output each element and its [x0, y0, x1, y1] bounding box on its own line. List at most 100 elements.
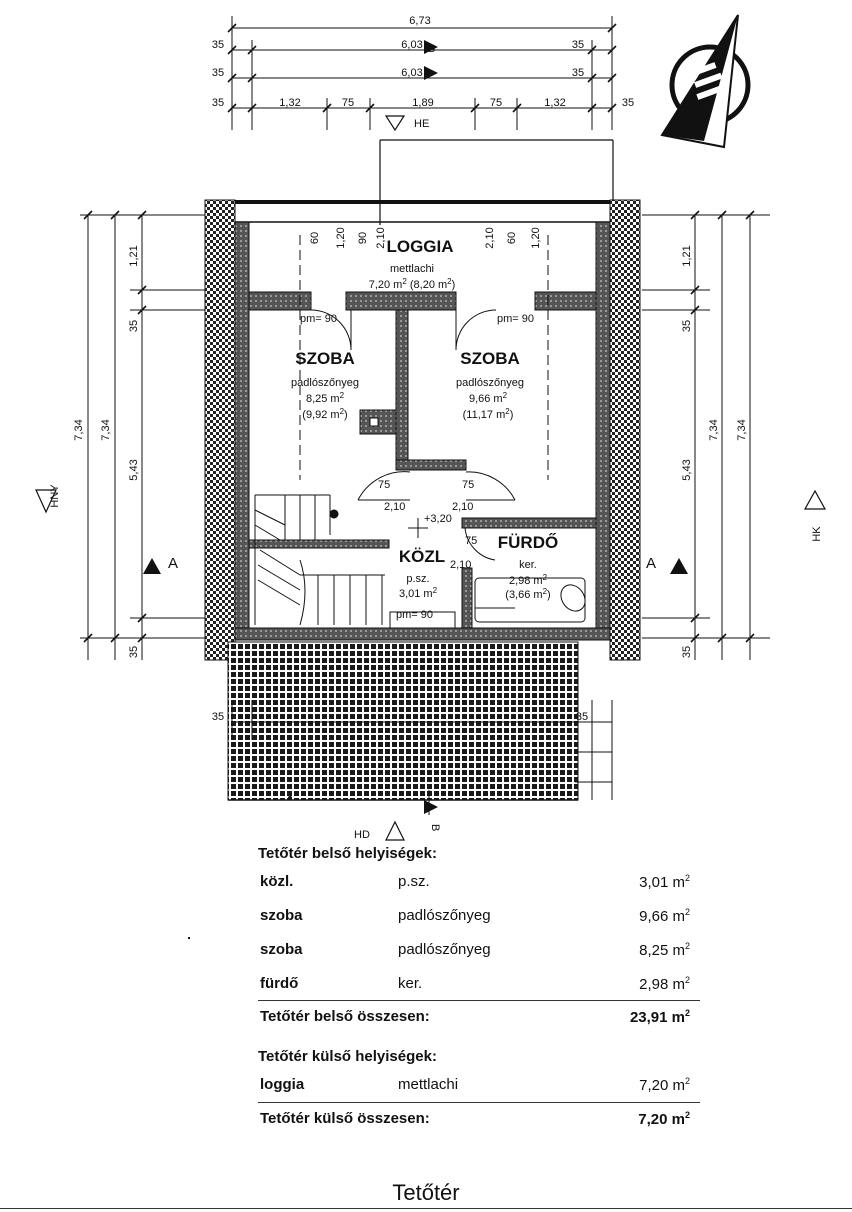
room-szoba-left: pm= 90 SZOBA padlószőnyeg 8,25 m2 (9,92 …	[291, 313, 359, 421]
dim-label: 1,21	[128, 245, 140, 266]
dim-label: 75	[462, 479, 474, 491]
door-dimensions: 75 2,10 75 2,10 75 2,10 +3,20	[378, 479, 477, 571]
room-material: ker.	[519, 559, 537, 571]
outer-heading: Tetőtér külső helyiségek:	[258, 1048, 437, 1065]
left-dimensions	[80, 210, 205, 660]
room-area: 3,01 m2	[399, 586, 438, 600]
room-area: 8,25 m2	[306, 391, 345, 405]
floor-plan-drawing: 6,73 35 6,03 35 35 6,03 35 35 1,32 75 1,…	[35, 14, 827, 939]
drawing-caption: Tetőtér	[392, 1180, 460, 1205]
divider	[258, 1000, 700, 1001]
dim-label: 35	[212, 67, 224, 79]
room-material: p.sz.	[406, 573, 429, 585]
doors-and-windows	[254, 235, 586, 628]
door-label: pm= 90	[396, 609, 433, 621]
room-area: 2,98 m2	[509, 573, 548, 587]
dim-overall: 6,73	[409, 15, 430, 27]
dim-label: 75	[378, 479, 390, 491]
section-b-top-marker: B HE	[384, 40, 438, 132]
room-material: padlószőnyeg	[456, 377, 524, 389]
dim-label: 1,20	[335, 227, 347, 248]
section-a-markers: A A	[143, 555, 688, 574]
view-hd-label: HD	[354, 829, 370, 841]
dim-label: 1,20	[530, 227, 542, 248]
dim-label: 90	[357, 232, 369, 244]
room-material: padlószőnyeg	[291, 377, 359, 389]
bottom-divider	[0, 1208, 852, 1209]
room-furdo: FÜRDŐ ker. 2,98 m2 (3,66 m2)	[498, 533, 558, 601]
view-he-label: HE	[414, 118, 429, 130]
dim-label: 7,34	[73, 419, 85, 440]
left-dimension-labels: 7,34 7,34 1,21 35 5,43 35 HNY	[35, 245, 140, 658]
dim-label: 1,32	[544, 97, 565, 109]
dim-label: 35	[681, 320, 693, 332]
view-triangle-icon	[35, 489, 57, 514]
dim-label: 75	[490, 97, 502, 109]
table-row: loggia mettlachi 7,20 m2	[260, 1076, 690, 1094]
dim-label: 1,89	[412, 97, 433, 109]
section-b-bottom-marker: B HD	[354, 790, 441, 841]
right-dimensions	[642, 210, 770, 660]
section-arrow-icon	[424, 66, 438, 80]
room-area-gross: (9,92 m2)	[302, 407, 347, 421]
section-a-label: A	[646, 555, 656, 572]
room-area: 9,66 m2	[469, 391, 508, 405]
inner-heading: Tetőtér belső helyiségek:	[258, 845, 437, 862]
view-triangle-icon	[803, 489, 827, 510]
top-dimensions	[227, 16, 617, 130]
dim-label: 7,34	[100, 419, 112, 440]
door-label: pm= 90	[497, 313, 534, 325]
dim-label: 2,10	[450, 559, 471, 571]
dim-label: 35	[212, 39, 224, 51]
section-a-label: A	[168, 555, 178, 572]
room-area: 7,20 m2 (8,20 m2)	[369, 277, 456, 291]
dim-label: 1,21	[681, 245, 693, 266]
level-label: +3,20	[424, 513, 452, 525]
view-triangle-icon	[384, 115, 406, 132]
dim-label: 35	[681, 646, 693, 658]
roof-area	[227, 641, 579, 801]
loggia-railing	[379, 139, 614, 225]
view-triangle-icon	[385, 820, 405, 841]
dim-label: 5,43	[681, 459, 693, 480]
dim-label: 35	[128, 320, 140, 332]
dim-label: 35	[212, 711, 224, 723]
dim-label: 60	[309, 232, 321, 244]
dim-label: 2,10	[375, 227, 387, 248]
dim-label: 75	[342, 97, 354, 109]
room-name: LOGGIA	[386, 237, 453, 256]
area-table: Tetőtér belső helyiségek: közl. p.sz. 3,…	[258, 840, 700, 1140]
room-name: KÖZL	[399, 547, 445, 566]
dim-label: 2,10	[452, 501, 473, 513]
dim-label: 35	[572, 39, 584, 51]
room-area-gross: (11,17 m2)	[463, 407, 514, 421]
room-name: SZOBA	[295, 349, 355, 368]
right-dimension-labels: 1,21 35 5,43 35 7,34 7,34 HK	[681, 245, 827, 658]
dim-label: 7,34	[708, 419, 720, 440]
room-area-gross: (3,66 m2)	[505, 587, 550, 601]
section-arrow-icon	[670, 558, 688, 574]
section-b-label: B	[429, 824, 441, 831]
section-arrow-icon	[424, 40, 438, 54]
section-arrow-icon	[143, 558, 161, 574]
section-arrow-icon	[424, 800, 438, 814]
table-row: szoba padlószőnyeg 9,66 m2	[260, 907, 690, 925]
window-dimensions: 60 1,20 90 2,10 2,10 60 1,20	[309, 227, 542, 248]
dim-label: 35	[572, 67, 584, 79]
dim-label: 2,10	[384, 501, 405, 513]
room-loggia: LOGGIA mettlachi 7,20 m2 (8,20 m2)	[369, 237, 456, 291]
dim-label: 1,32	[279, 97, 300, 109]
dim-label: 35	[212, 97, 224, 109]
divider	[258, 1102, 700, 1103]
top-dimension-labels: 6,73 35 6,03 35 35 6,03 35 35 1,32 75 1,…	[212, 15, 634, 109]
table-row: szoba padlószőnyeg 8,25 m2	[260, 941, 690, 959]
table-row: fürdő ker. 2,98 m2	[260, 975, 690, 993]
dim-label: 5,43	[128, 459, 140, 480]
room-name: SZOBA	[460, 349, 520, 368]
dim-label: 7,34	[736, 419, 748, 440]
dim-label: 75	[465, 535, 477, 547]
room-kozl: KÖZL p.sz. 3,01 m2 pm= 90	[396, 547, 445, 621]
north-arrow-icon	[660, 14, 751, 149]
dim-label: 35	[128, 646, 140, 658]
room-szoba-right: pm= 90 SZOBA padlószőnyeg 9,66 m2 (11,17…	[456, 313, 534, 421]
